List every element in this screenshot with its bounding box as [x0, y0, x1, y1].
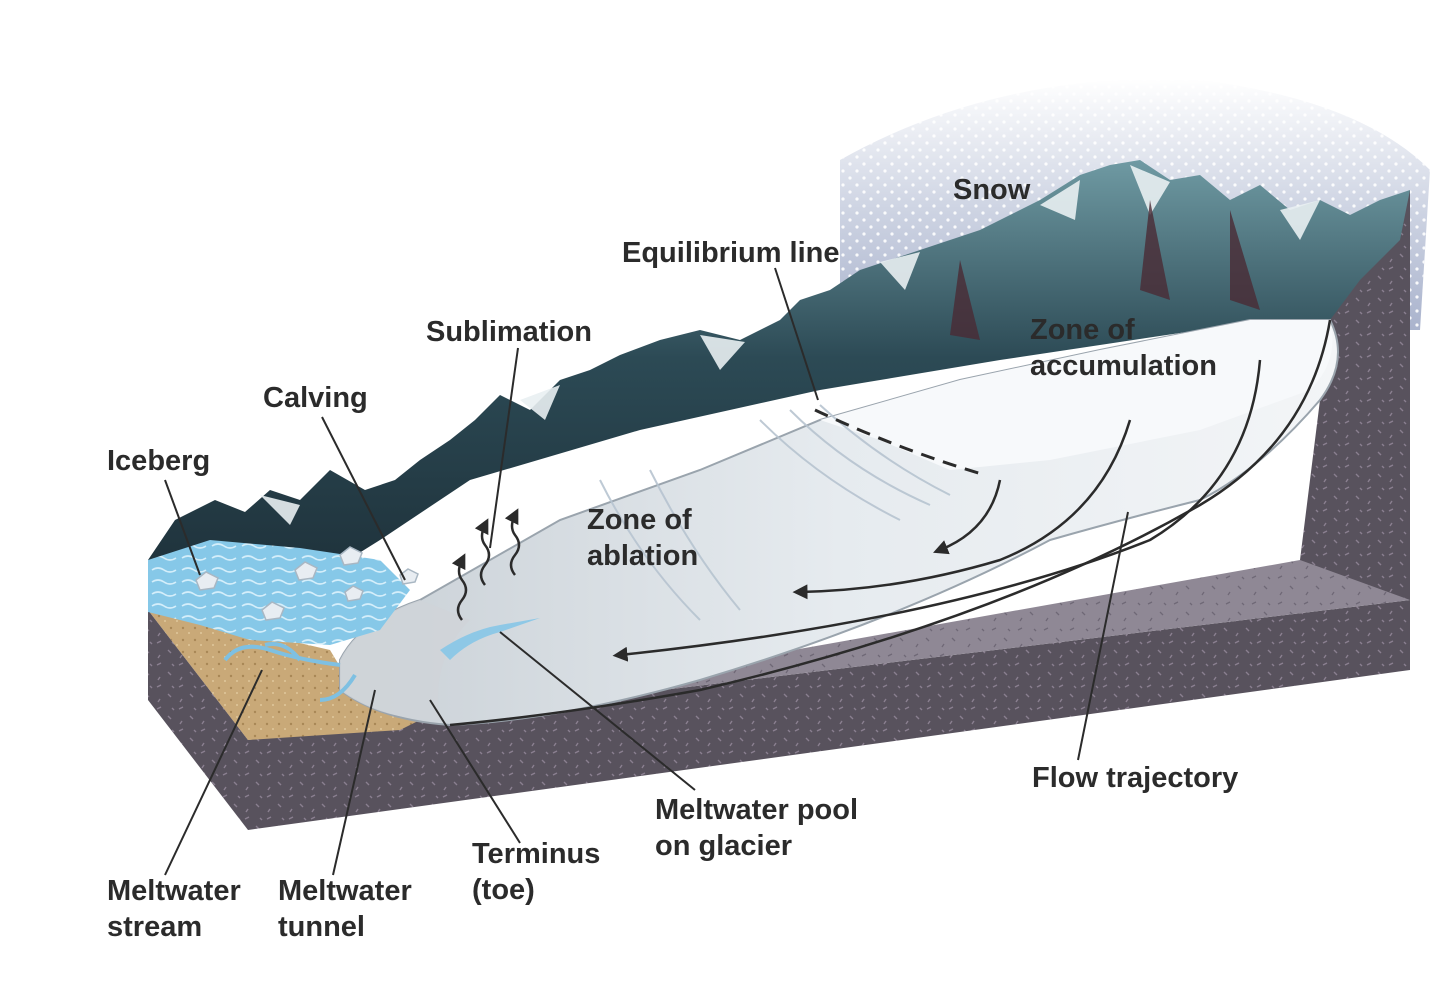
leader-terminus — [429, 699, 521, 844]
label-terminus-line1: Terminus — [472, 838, 601, 870]
leader-flow-trajectory — [1077, 511, 1129, 761]
label-calving: Calving — [263, 382, 368, 414]
label-meltwater-stream-line2: stream — [107, 911, 203, 943]
label-meltwater-tunnel: Meltwater tunnel — [278, 873, 412, 945]
leader-iceberg — [164, 479, 201, 576]
leader-calving — [321, 416, 406, 581]
label-snow: Snow — [953, 174, 1031, 206]
label-zone-accumulation-line1: Zone of — [1030, 314, 1135, 346]
label-meltwater-tunnel-line2: tunnel — [278, 911, 365, 943]
label-meltwater-stream-line1: Meltwater — [107, 875, 241, 907]
label-sublimation: Sublimation — [426, 316, 592, 348]
label-iceberg: Iceberg — [107, 445, 211, 477]
label-meltwater-pool: Meltwater pool on glacier — [655, 792, 858, 864]
leader-sublimation — [489, 347, 519, 549]
outwash-sediment — [148, 610, 420, 740]
leader-meltwater-stream — [164, 669, 263, 876]
label-zone-ablation-line2: ablation — [587, 540, 699, 572]
sublimation-arrows — [451, 508, 521, 621]
label-meltwater-pool-line1: Meltwater pool — [655, 794, 859, 826]
proglacial-lake — [148, 540, 410, 645]
label-meltwater-tunnel-line1: Meltwater — [278, 875, 412, 907]
leader-lines — [164, 267, 1129, 876]
bedrock-side-face — [248, 600, 1410, 830]
mountain-ridge — [148, 160, 1410, 600]
leader-equilibrium — [774, 267, 819, 401]
label-zone-accumulation-line2: accumulation — [1030, 350, 1217, 382]
label-equilibrium-line: Equilibrium line — [622, 237, 840, 269]
label-terminus: Terminus (toe) — [472, 836, 600, 908]
icebergs — [195, 546, 419, 621]
label-meltwater-stream: Meltwater stream — [107, 873, 241, 945]
equilibrium-line — [814, 408, 986, 477]
label-zone-ablation-line1: Zone of — [587, 504, 692, 536]
meltwater-pool — [440, 618, 540, 660]
label-zone-accumulation: Zone of accumulation — [1030, 312, 1217, 384]
label-terminus-line2: (toe) — [472, 874, 535, 906]
leader-meltwater-pool — [499, 631, 696, 791]
label-flow-trajectory: Flow trajectory — [1032, 762, 1239, 794]
accumulation-snowfield — [820, 320, 1333, 470]
label-meltwater-pool-line2: on glacier — [655, 830, 792, 862]
bedrock-front-face — [148, 610, 248, 830]
bedrock-end-face — [1300, 190, 1410, 600]
leader-meltwater-tunnel — [332, 689, 376, 876]
label-zone-ablation: Zone of ablation — [587, 502, 698, 574]
flow-trajectories — [449, 319, 1332, 727]
